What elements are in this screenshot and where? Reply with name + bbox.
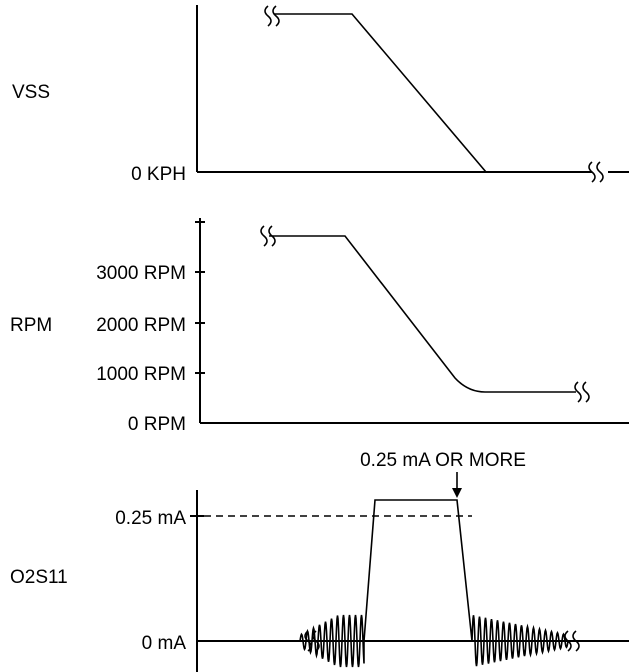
rpm-tick-label-3000: 3000 RPM <box>96 263 186 284</box>
rpm-trace-break-mark-left-2 <box>268 225 276 247</box>
o2s-trace-break-mark-right-2 <box>572 630 580 652</box>
vss-panel: VSS 0 KPH <box>12 5 629 185</box>
vss-speed-waveform <box>274 13 487 173</box>
rpm-panel: RPM 3000 RPM 2000 RPM 1000 RPM 0 RPM <box>10 218 629 435</box>
o2s-annotation-arrow-head <box>452 488 462 498</box>
o2s-sensor-current-waveform <box>299 499 569 668</box>
vss-axis-break-mark-right <box>596 161 604 183</box>
rpm-engine-speed-waveform <box>269 235 576 393</box>
vss-trace-break-mark-left <box>264 5 272 27</box>
o2s-trace-break-mark-right-1 <box>564 630 572 652</box>
o2s-signal-label: O2S11 <box>10 567 68 588</box>
rpm-signal-label: RPM <box>10 315 52 336</box>
o2s-trace-break-mark-left-2 <box>312 630 320 652</box>
vss-zero-tick-label: 0 KPH <box>131 164 186 185</box>
o2s-tick-label-0: 0 mA <box>142 633 187 654</box>
vss-signal-label: VSS <box>12 82 50 103</box>
rpm-tick-label-0: 0 RPM <box>128 414 186 435</box>
o2s-panel: O2S11 0.25 mA 0 mA 0.25 mA OR MORE <box>10 450 629 672</box>
rpm-trace-break-mark-right-1 <box>574 381 582 403</box>
vss-axis-break-mark-left <box>588 161 596 183</box>
rpm-trace-break-mark-left-1 <box>260 225 268 247</box>
rpm-trace-break-mark-right-2 <box>582 381 590 403</box>
o2s-threshold-annotation: 0.25 mA OR MORE <box>360 450 526 471</box>
rpm-tick-label-1000: 1000 RPM <box>96 364 186 385</box>
rpm-tick-label-2000: 2000 RPM <box>96 315 186 336</box>
vss-trace-break-mark-right <box>272 5 280 27</box>
o2s-trace-break-mark-left-1 <box>304 630 312 652</box>
o2s-tick-label-025: 0.25 mA <box>115 508 186 529</box>
